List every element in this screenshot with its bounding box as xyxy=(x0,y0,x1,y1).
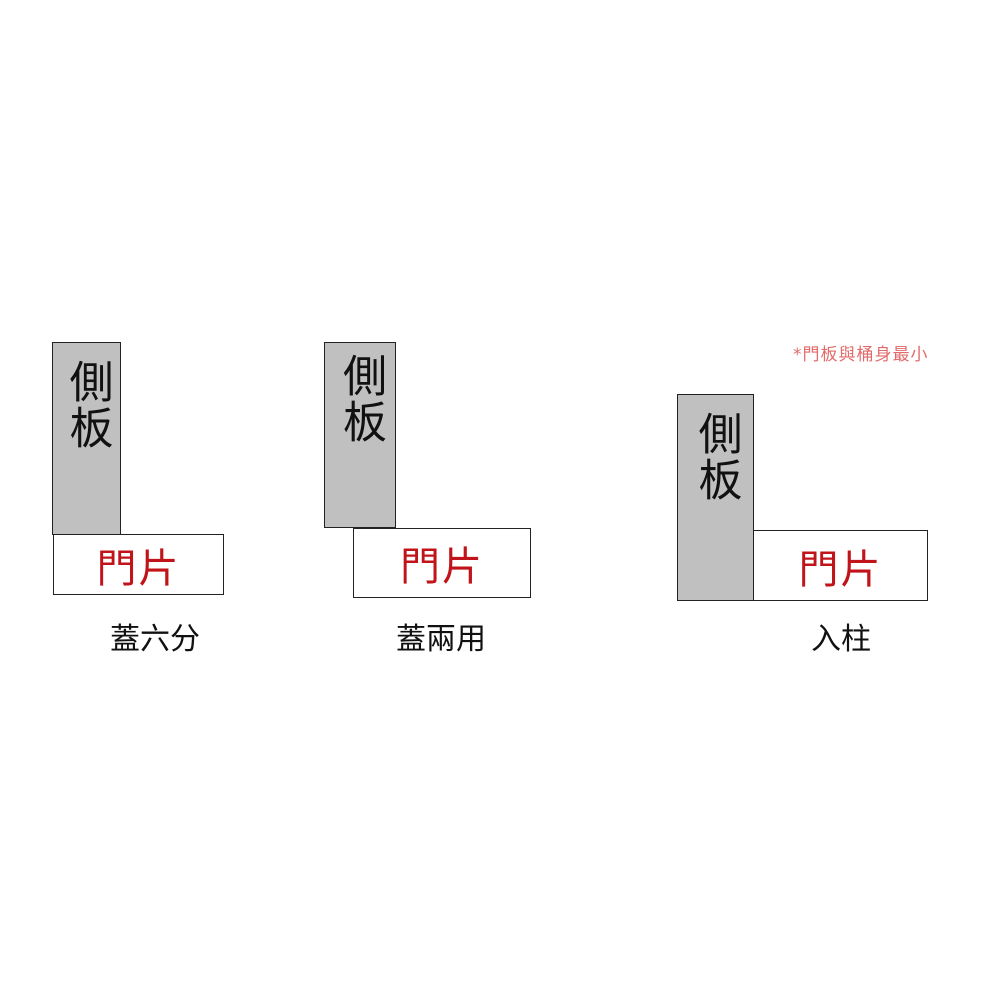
side-panel-label: 側板 xyxy=(61,359,113,451)
side-panel: 側板 xyxy=(677,394,754,601)
note-text: *門板與桶身最小 xyxy=(793,345,929,365)
door-panel-label: 門片 xyxy=(798,546,883,593)
side-panel-label: 側板 xyxy=(690,411,742,503)
door-panel-label: 門片 xyxy=(96,545,181,592)
diagram-caption: 蓋六分 xyxy=(110,622,200,657)
door-panel: 門片 xyxy=(53,534,224,595)
diagram-caption: 入柱 xyxy=(811,622,871,657)
side-panel-label: 側板 xyxy=(335,353,386,445)
door-panel-label: 門片 xyxy=(400,544,484,590)
diagram-caption: 蓋兩用 xyxy=(396,622,486,657)
door-panel: 門片 xyxy=(353,528,531,598)
side-panel: 側板 xyxy=(52,342,121,535)
side-panel: 側板 xyxy=(324,342,396,528)
door-panel: 門片 xyxy=(753,530,928,601)
